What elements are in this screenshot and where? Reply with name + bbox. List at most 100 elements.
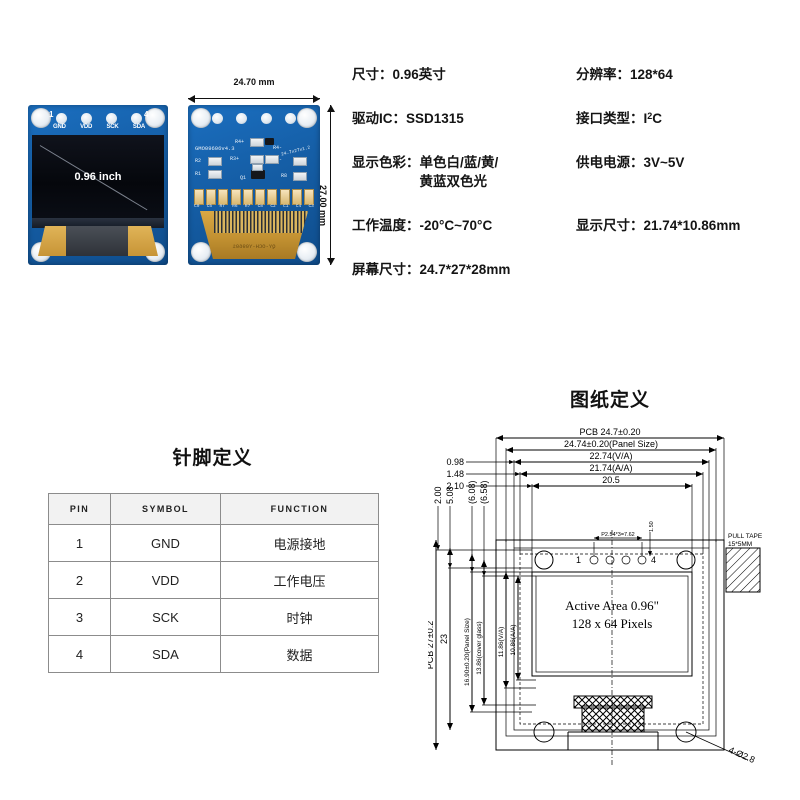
photo-width-dimension-label: 24.70 mm <box>233 77 275 87</box>
spec-row: 尺寸： 0.96英寸 分辨率： 128*64 <box>352 66 792 84</box>
silkscreen-r3-plus: R3+ <box>230 156 240 162</box>
cap-label: R6 <box>232 204 238 209</box>
dim-20-5: 20.5 <box>602 475 620 485</box>
column-header-function: FUNCTION <box>220 493 379 525</box>
pin-definition-title: 针脚定义 <box>172 448 253 469</box>
pin-pad-icon <box>131 113 142 124</box>
capacitor-row <box>194 189 314 205</box>
dim-va-width: 22.74(V/A) <box>589 451 632 461</box>
pull-tape-line2: 15*5MM <box>728 541 752 548</box>
pin-pad-icon <box>236 113 248 124</box>
smd-capacitor <box>218 189 229 205</box>
cell-symbol: GND <box>110 524 221 562</box>
silkscreen-r4-plus: R4+ <box>235 139 245 145</box>
fpc-part-number: QY-OCH-Y09601 <box>232 243 276 250</box>
spec-display-size: 显示尺寸： 21.74*10.86mm <box>576 217 792 235</box>
drawing-definition-title: 图纸定义 <box>569 390 650 411</box>
drawing-pin-last: 4 <box>651 555 656 565</box>
photo-width-dimension-arrow <box>188 93 320 103</box>
silkscreen-dimension-note: 24.7x27x1.2 <box>280 145 311 158</box>
spec-value: 21.74*10.86mm <box>643 217 741 233</box>
spec-label: 尺寸： <box>352 67 393 82</box>
silkscreen-r8: R8 <box>281 173 288 179</box>
smd-capacitor <box>230 189 241 205</box>
dim-va-height: 11.86(V/A) <box>498 627 505 658</box>
spec-row: 屏幕尺寸： 24.7*27*28mm <box>352 261 792 279</box>
smd-transistor <box>251 170 265 179</box>
screen-glass-edge <box>32 218 164 228</box>
cap-label: C1 <box>283 204 289 209</box>
pin-pad-icon <box>284 113 296 124</box>
mount-hole-icon <box>191 108 211 128</box>
spec-size: 尺寸： 0.96英寸 <box>352 66 576 84</box>
spec-power-supply: 供电电源： 3V~5V <box>576 154 792 190</box>
table-row: 1 GND 电源接地 <box>48 524 379 562</box>
pin-label-vdd: VDD <box>80 124 93 130</box>
cap-label: C4 <box>295 204 302 209</box>
product-photos: 24.70 mm 27.00 mm 1 4 GND VDD SCK SDA 0.… <box>28 77 335 275</box>
dim-panel-size: 24.74±0.20(Panel Size) <box>564 439 658 449</box>
cell-symbol: VDD <box>110 561 221 599</box>
table-header-row: PIN SYMBOL FUNCTION <box>48 493 379 525</box>
table-row: 3 SCK 时钟 <box>48 598 379 636</box>
pin-pad-icon <box>212 113 223 124</box>
dim-200: 2.00 <box>433 486 443 504</box>
silkscreen-r4-minus: R4- <box>273 145 283 151</box>
smd-resistor <box>293 157 307 166</box>
cap-label: C5 <box>206 204 213 209</box>
cell-pin: 4 <box>48 635 111 673</box>
dim-658: (6.58) <box>479 480 489 504</box>
spec-value: I <box>643 111 648 127</box>
pin-pad-icon <box>81 113 92 124</box>
smd-resistor <box>265 155 279 164</box>
dim-offset-148: 1.48 <box>446 469 464 479</box>
dim-pcb-width: PCB 24.7±0.20 <box>580 427 641 437</box>
smd-resistor <box>250 155 264 164</box>
spec-value: 0.96英寸 <box>392 67 446 82</box>
smd-capacitor <box>194 189 204 205</box>
spec-operating-temperature: 工作温度： -20°C~70°C <box>352 217 576 235</box>
pin-number-last: 4 <box>144 110 149 119</box>
spec-label: 供电电源： <box>576 155 644 171</box>
screen-size-text: 0.96 inch <box>74 171 122 183</box>
dim-pcb-height: PCB 27±0.2 <box>428 621 435 669</box>
spec-value: 128*64 <box>630 67 673 82</box>
smd-resistor <box>208 170 222 179</box>
photo-height-dimension-arrow <box>325 105 335 265</box>
pull-tape-line1: PULL TAPE <box>728 533 763 540</box>
table-row: 2 VDD 工作电压 <box>48 561 379 599</box>
column-header-pin: PIN <box>48 493 111 525</box>
spec-label: 显示色彩： <box>352 155 420 171</box>
fpc-connector-front <box>66 226 128 256</box>
spec-driver-ic: 驱动IC： SSD1315 <box>352 110 576 128</box>
pin-pad-icon <box>106 113 117 124</box>
dim-offset-098: 0.98 <box>446 457 464 467</box>
cell-pin: 1 <box>48 524 111 562</box>
smd-capacitor <box>291 189 302 205</box>
spec-label: 接口类型： <box>576 111 644 127</box>
cap-label: R7 <box>244 204 251 209</box>
cap-label: C8 <box>257 204 263 209</box>
smd-capacitor <box>206 189 217 205</box>
silkscreen-r1: R1 <box>195 171 202 177</box>
mount-hole-icon <box>297 242 317 262</box>
oled-module-back-photo: GMO09606v4.3 R2 R1 R4+ R3+ R4- R3- 24.7x… <box>188 105 320 265</box>
pin-pad-icon <box>260 113 272 124</box>
cap-label: C3 <box>308 204 314 209</box>
dim-pin-edge: 1.50 <box>649 521 655 532</box>
dim-23: 23 <box>439 634 449 644</box>
mount-hole-icon <box>145 108 165 128</box>
dim-offset-210: 2.10 <box>446 481 464 491</box>
cell-pin: 2 <box>48 561 111 599</box>
pin-header-labels: GND VDD SCK SDA <box>53 124 145 130</box>
cap-label: C2 <box>270 204 276 209</box>
cell-function: 数据 <box>220 635 379 673</box>
table-row: 4 SDA 数据 <box>48 635 379 673</box>
spec-value: -20°C~70°C <box>419 217 493 233</box>
pin-number-first: 1 <box>49 110 54 119</box>
spec-screen-size: 屏幕尺寸： 24.7*27*28mm <box>352 261 576 279</box>
pin-pad-icon <box>56 113 67 124</box>
silkscreen-q1: Q1 <box>240 175 247 181</box>
